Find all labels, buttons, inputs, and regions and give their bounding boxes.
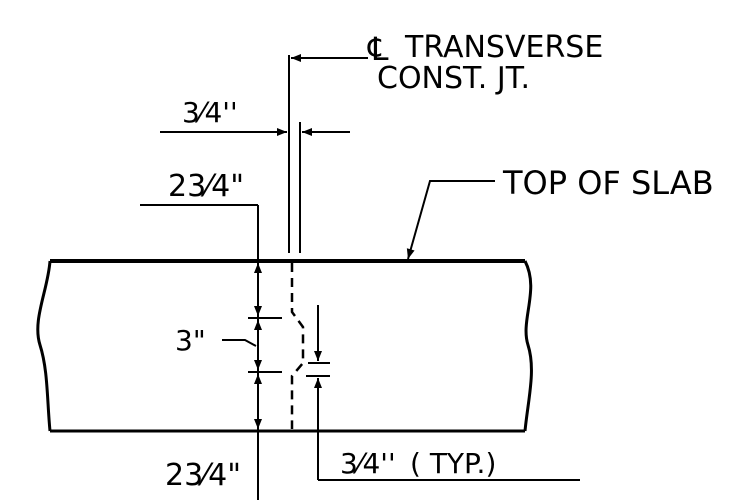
labels: ℄ TRANSVERSE CONST. JT. TOP OF SLAB 3⁄4'… (165, 30, 714, 493)
lower-dimension-label: 23⁄4" (165, 458, 241, 493)
const-jt-label: CONST. JT. (377, 61, 530, 96)
left-break-line (36, 260, 52, 432)
top-of-slab-label: TOP OF SLAB (502, 164, 714, 202)
three-inch-leader (222, 339, 257, 347)
keyway-profile (290, 263, 305, 429)
top-of-slab-arrow (406, 180, 495, 260)
middle-dimension-label: 3" (175, 324, 206, 357)
top-fraction-label: 3⁄4'' (182, 96, 238, 129)
upper-dimension-label: 23⁄4" (168, 169, 244, 204)
slab-outline (36, 259, 533, 433)
joint-lines (288, 55, 305, 429)
centerline-symbol: ℄ (367, 30, 389, 68)
typ-fraction-label: 3⁄4'' (340, 447, 396, 480)
transverse-label: TRANSVERSE (404, 30, 603, 65)
keyway-depth-dimension (306, 305, 580, 481)
typ-label: ( TYP.) (410, 447, 496, 480)
top-of-slab-leader (406, 180, 495, 260)
vertical-dimensions (222, 263, 282, 429)
right-break-line (523, 260, 533, 432)
